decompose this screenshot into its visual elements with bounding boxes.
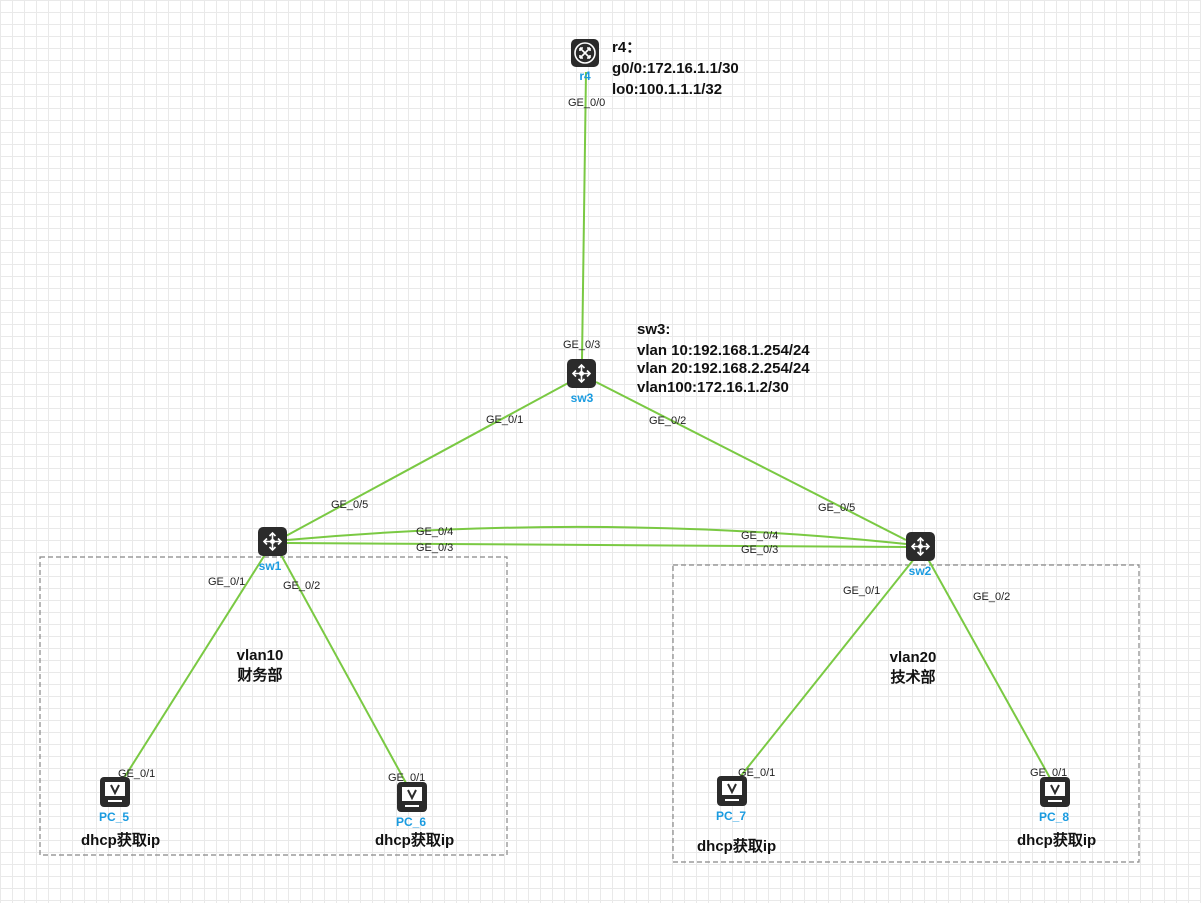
switch-sw3[interactable]: sw3 [567, 359, 596, 405]
port-label: GE_0/3 [563, 339, 600, 351]
link-sw2-pc7 [739, 558, 915, 778]
device-label-pc7: PC_7 [716, 809, 746, 823]
device-label-r4: r4 [579, 69, 591, 83]
device-label-sw3: sw3 [571, 391, 594, 405]
port-label: GE_0/1 [388, 772, 425, 784]
port-label: GE_0/0 [568, 97, 605, 109]
pc8-dhcp-note: dhcp获取ip [1017, 831, 1096, 849]
router-r4[interactable]: r4 [571, 39, 599, 83]
pc7-dhcp-note: dhcp获取ip [697, 837, 776, 855]
switch-sw2[interactable]: sw2 [906, 532, 935, 578]
router-icon [571, 39, 599, 67]
pc-monitor-icon [100, 777, 130, 807]
port-label: GE_0/3 [741, 544, 778, 556]
port-label: GE_0/1 [208, 576, 245, 588]
vlan20-label: vlan20 [890, 649, 937, 666]
pc5-dhcp-note: dhcp获取ip [81, 831, 160, 849]
switch-icon [258, 527, 287, 556]
port-label: GE_0/2 [283, 580, 320, 592]
port-label: GE_0/2 [649, 415, 686, 427]
vlan10-label: vlan10 [237, 647, 284, 664]
sw3-note-title: sw3: [637, 321, 670, 338]
pc6-dhcp-note: dhcp获取ip [375, 831, 454, 849]
switch-icon [906, 532, 935, 561]
pc-pc5[interactable]: PC_5 [99, 777, 130, 824]
device-label-sw2: sw2 [909, 564, 932, 578]
device-label-pc6: PC_6 [396, 815, 426, 829]
r4-note-g00: g0/0:172.16.1.1/30 [612, 60, 739, 77]
port-label: GE_0/4 [741, 530, 778, 542]
link-sw1-sw2-ge4 [286, 525, 907, 545]
switch-sw1[interactable]: sw1 [258, 527, 287, 573]
pc-pc6[interactable]: PC_6 [396, 782, 427, 829]
vlan20-area-box [672, 564, 1140, 863]
pc-monitor-icon [717, 776, 747, 806]
port-label: GE_0/5 [331, 499, 368, 511]
link-sw1-pc5 [123, 552, 267, 779]
port-label: GE_0/1 [1030, 767, 1067, 779]
r4-note-lo0: lo0:100.1.1.1/32 [612, 81, 722, 98]
port-label: GE_0/5 [818, 502, 855, 514]
vlan10-dept-label: 财务部 [237, 666, 282, 684]
port-label: GE_0/1 [738, 767, 775, 779]
link-sw3-sw2 [595, 381, 907, 541]
vlan10-area-box [39, 556, 508, 856]
sw3-note-vlan10: vlan 10:192.168.1.254/24 [637, 342, 810, 359]
device-label-pc8: PC_8 [1039, 810, 1069, 824]
port-label: GE_0/1 [118, 768, 155, 780]
sw3-note-vlan20: vlan 20:192.168.2.254/24 [637, 360, 810, 377]
port-label: GE_0/1 [843, 585, 880, 597]
pc-monitor-icon [1040, 777, 1070, 807]
sw3-note-vlan100: vlan100:172.16.1.2/30 [637, 379, 789, 396]
link-sw1-sw2-ge3 [286, 542, 907, 548]
link-r4-sw3 [581, 71, 587, 361]
port-label: GE_0/2 [973, 591, 1010, 603]
pc-pc7[interactable]: PC_7 [716, 776, 747, 823]
port-label: GE_0/3 [416, 542, 453, 554]
link-sw1-pc6 [279, 552, 407, 784]
switch-icon [567, 359, 596, 388]
device-label-pc5: PC_5 [99, 810, 129, 824]
pc-monitor-icon [397, 782, 427, 812]
port-label: GE_0/1 [486, 414, 523, 426]
port-label: GE_0/4 [416, 526, 453, 538]
r4-note-title: r4： [612, 39, 641, 56]
link-sw2-pc8 [927, 558, 1051, 779]
device-label-sw1: sw1 [259, 559, 282, 573]
vlan20-dept-label: 技术部 [890, 668, 935, 686]
link-sw3-sw1 [283, 381, 571, 538]
pc-pc8[interactable]: PC_8 [1039, 777, 1070, 824]
